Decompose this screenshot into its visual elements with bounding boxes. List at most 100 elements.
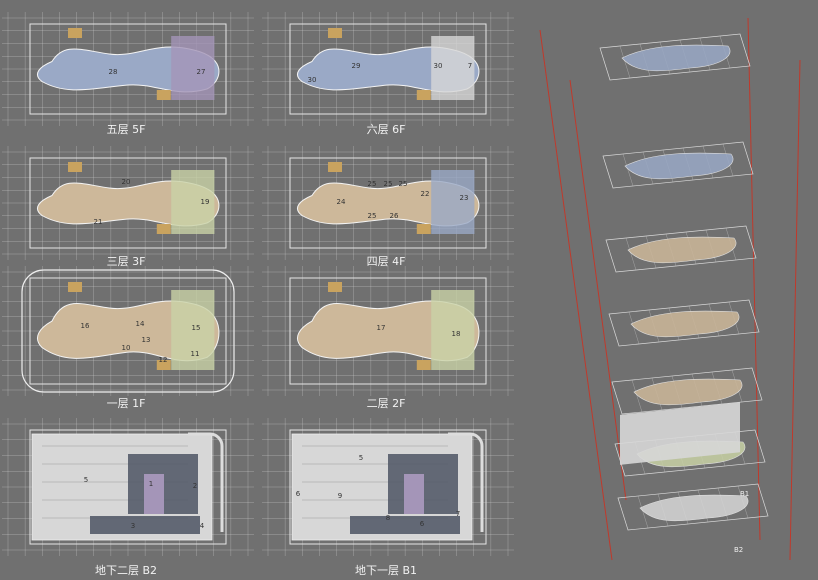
- anchor-zone: [431, 290, 475, 370]
- anchor-zone: [431, 170, 475, 234]
- zone-number: 13: [142, 336, 151, 344]
- floor-plan-3f: 20 19 21 三层 3F: [2, 146, 254, 268]
- zone-number: 7: [468, 62, 472, 70]
- zone-number: 17: [377, 324, 386, 332]
- stack-level: [599, 33, 751, 81]
- core-block: [156, 90, 171, 100]
- zone-number: 16: [81, 322, 90, 330]
- site-boundary: [21, 269, 235, 393]
- floor-caption: 四层 4F: [367, 255, 406, 268]
- basement-slab: [620, 402, 740, 465]
- zone-number: 26: [390, 212, 399, 220]
- plan-boundary: [289, 429, 487, 545]
- service-zone: [350, 516, 460, 534]
- zone-number: 30: [308, 76, 317, 84]
- plan-boundary: [29, 23, 227, 115]
- core-block: [156, 224, 171, 234]
- zone-number: 12: [159, 356, 168, 364]
- floor-caption: 地下二层 B2: [95, 564, 157, 577]
- floor-plan-4f: 25 25 25 22 24 23 25 26 四层 4F: [262, 146, 514, 268]
- core-block: [416, 90, 431, 100]
- core-block: [328, 162, 342, 172]
- plan-boundary: [289, 277, 487, 385]
- floor-plan-5f: 28 27 五层 5F: [2, 12, 254, 136]
- zone-number: 22: [421, 190, 430, 198]
- plan-boundary: [29, 277, 227, 385]
- anchor-zone: [171, 170, 215, 234]
- anchor-zone: [171, 290, 215, 370]
- floor-plan-6f: 29 30 30 7 六层 6F: [262, 12, 514, 136]
- ramp: [188, 432, 224, 532]
- guide-line: [539, 29, 613, 561]
- stack-label-b2: B2: [734, 546, 743, 554]
- zone-number: 7: [456, 510, 460, 518]
- stack-level: [611, 367, 763, 415]
- core-block: [68, 282, 82, 292]
- floor-caption: 一层 1F: [107, 397, 146, 410]
- anchor-zone: [431, 36, 475, 100]
- zone-number: 1: [149, 480, 153, 488]
- zone-number: 2: [193, 482, 197, 490]
- zone-number: 11: [191, 350, 200, 358]
- service-zone: [90, 516, 200, 534]
- zone-number: 30: [434, 62, 443, 70]
- stack-level: [605, 225, 757, 273]
- accent-zone: [144, 474, 164, 514]
- zone-number: 5: [84, 476, 88, 484]
- stack-level: [617, 483, 769, 531]
- zone-number: 18: [452, 330, 461, 338]
- plan-boundary: [289, 23, 487, 115]
- zone-number: 4: [200, 522, 205, 530]
- zone-number: 14: [136, 320, 145, 328]
- zone-number: 15: [192, 324, 201, 332]
- zone-number: 28: [109, 68, 118, 76]
- guide-line: [747, 17, 761, 541]
- floor-plan-b2: 5 1 2 3 4 地下二层 B2: [2, 418, 254, 577]
- anchor-zone: [171, 36, 215, 100]
- guide-line: [789, 59, 801, 561]
- ramp: [448, 432, 484, 532]
- plan-boundary: [289, 157, 487, 249]
- zone-number: 25: [384, 180, 393, 188]
- zone-number: 5: [359, 454, 363, 462]
- zone-number: 25: [399, 180, 408, 188]
- zone-number: 3: [131, 522, 135, 530]
- core-block: [328, 28, 342, 38]
- stack-level: [602, 141, 754, 189]
- floor-caption: 五层 5F: [107, 123, 146, 136]
- floor-plan-1f: 16 14 15 13 10 11 12 一层 1F: [2, 266, 254, 410]
- floor-caption: 六层 6F: [367, 123, 406, 136]
- zone-number: 23: [460, 194, 469, 202]
- zone-number: 6: [420, 520, 425, 528]
- zone-number: 27: [197, 68, 206, 76]
- zone-number: 9: [338, 492, 342, 500]
- zone-number: 25: [368, 180, 377, 188]
- floor-plan-2f: 17 18 二层 2F: [262, 266, 514, 410]
- core-block: [68, 28, 82, 38]
- core-block: [328, 282, 342, 292]
- zone-number: 29: [352, 62, 361, 70]
- zone-number: 8: [386, 514, 390, 522]
- zone-number: 24: [337, 198, 346, 206]
- zone-number: 6: [296, 490, 301, 498]
- core-block: [156, 360, 171, 370]
- floor-caption: 二层 2F: [367, 397, 406, 410]
- core-block: [68, 162, 82, 172]
- zone-number: 21: [94, 218, 103, 226]
- core-block: [416, 360, 431, 370]
- stack-level: [608, 299, 760, 347]
- floor-plan-b1: 5 6 9 8 6 7 地下一层 B1: [262, 418, 514, 577]
- guide-line: [569, 79, 627, 501]
- zone-number: 19: [201, 198, 210, 206]
- plan-boundary: [29, 157, 227, 249]
- zone-number: 10: [122, 344, 131, 352]
- core-block: [416, 224, 431, 234]
- stack-label-b1: B1: [740, 490, 749, 498]
- zone-number: 20: [122, 178, 131, 186]
- zone-number: 25: [368, 212, 377, 220]
- floor-caption: 三层 3F: [107, 255, 146, 268]
- floor-caption: 地下一层 B1: [355, 564, 417, 577]
- accent-zone: [404, 474, 424, 514]
